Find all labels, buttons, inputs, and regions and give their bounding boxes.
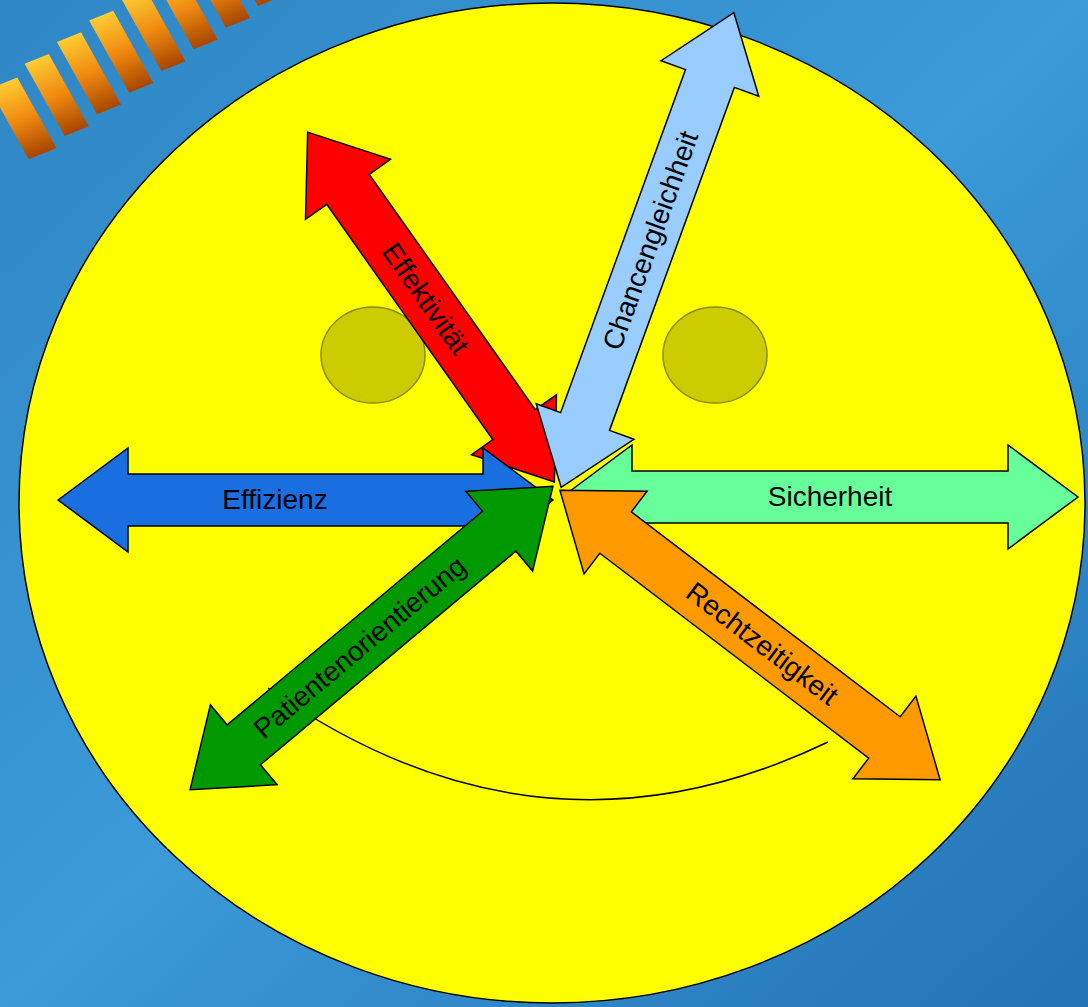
arrow-outline bbox=[265, 102, 597, 512]
arrow-outline bbox=[156, 446, 586, 829]
smiley-face bbox=[19, 3, 1085, 1003]
arrow-label: Effizienz bbox=[222, 484, 327, 516]
smiley-mouth bbox=[268, 688, 828, 800]
arrow-outline bbox=[512, 0, 782, 505]
smiley-eye bbox=[663, 307, 767, 403]
arrow-label: Sicherheit bbox=[768, 481, 893, 513]
arrow-outline bbox=[528, 449, 971, 821]
